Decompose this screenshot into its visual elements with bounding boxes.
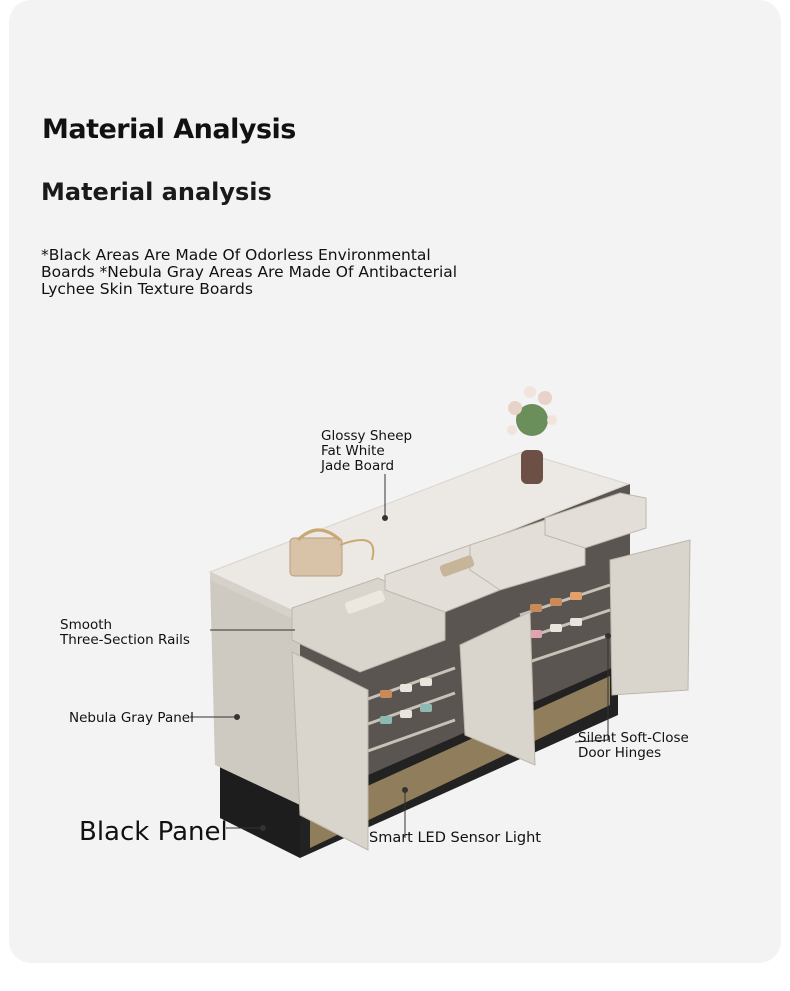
- middle-door: [459, 611, 536, 766]
- callout-base: Black Panel: [79, 817, 228, 847]
- cabinet-side-panel: [210, 575, 300, 805]
- callout-top-board: Glossy Sheep Fat White Jade Board: [321, 428, 413, 474]
- handbag: [289, 528, 375, 577]
- material-note: *Black Areas Are Made Of Odorless Enviro…: [41, 246, 458, 298]
- right-door: [609, 539, 691, 696]
- page-subtitle: Material analysis: [41, 178, 272, 206]
- callout-hinges: Silent Soft-Close Door Hinges: [578, 730, 689, 761]
- led-glow: [310, 676, 610, 848]
- shoes: [380, 592, 582, 724]
- left-door: [291, 651, 369, 851]
- leader-lines: [190, 474, 611, 838]
- page-title: Material Analysis: [42, 114, 296, 145]
- flower-vase: [507, 386, 557, 484]
- callout-led: Smart LED Sensor Light: [369, 830, 541, 846]
- drawers: [291, 492, 647, 673]
- callout-rails: Smooth Three-Section Rails: [60, 617, 190, 648]
- black-base-panel: [220, 762, 300, 858]
- callout-side-panel: Nebula Gray Panel: [69, 710, 194, 726]
